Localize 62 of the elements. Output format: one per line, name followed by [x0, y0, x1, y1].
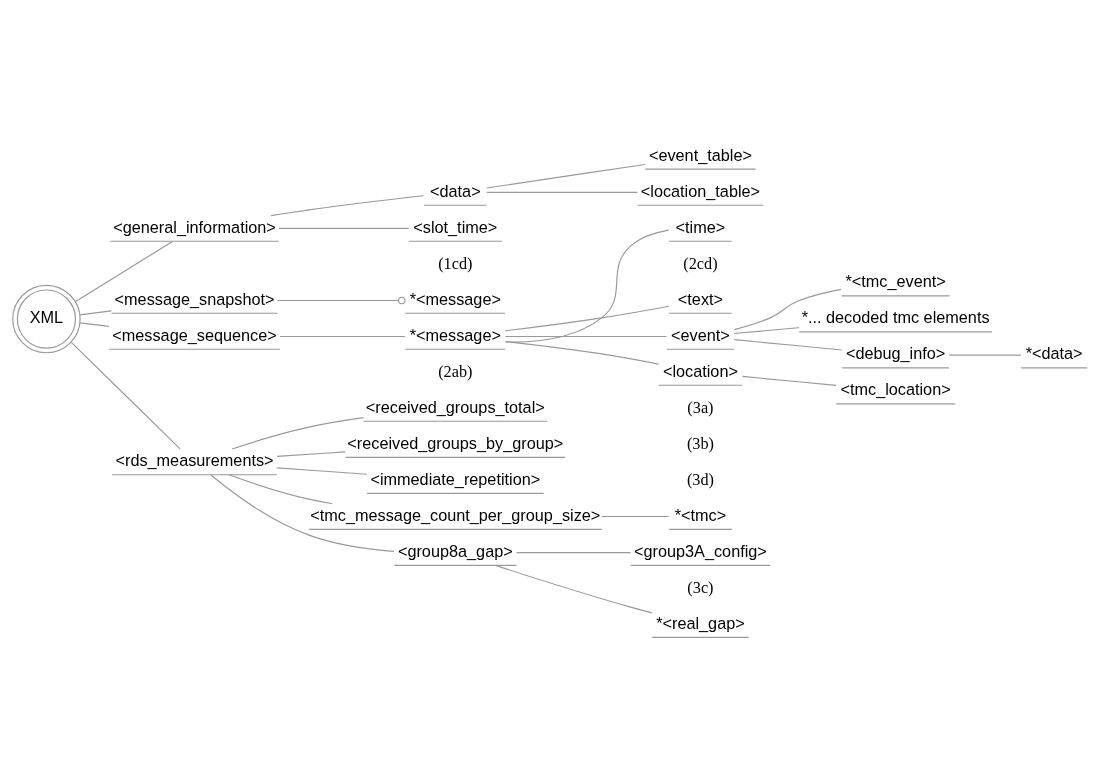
connector: [270, 194, 425, 216]
node-text: <group8a_gap>: [397, 541, 513, 560]
connector: [70, 341, 181, 449]
node-text: <group3A_config>: [634, 541, 767, 560]
connector: [733, 288, 842, 330]
node-text: *<tmc>: [674, 505, 727, 524]
connector: [79, 321, 110, 327]
node-text: *<message>: [409, 325, 501, 344]
node-text: <location>: [662, 361, 738, 380]
connector: [948, 354, 1022, 356]
node-text: <debug_info>: [845, 343, 946, 362]
connector: [733, 338, 843, 351]
node-text: <tmc_message_count_per_group_size>: [310, 505, 601, 524]
node-text: <received_groups_by_group>: [347, 433, 564, 452]
connector: [228, 473, 333, 504]
node-text: <location_table>: [640, 181, 761, 200]
node-label: (1cd): [438, 254, 473, 273]
connector: [276, 450, 346, 457]
node-text: <message_snapshot>: [114, 289, 275, 308]
connector: [504, 305, 670, 331]
node-label: (3c): [687, 578, 714, 597]
label: (3d): [686, 470, 714, 489]
connector: [231, 416, 365, 450]
connector: [504, 340, 660, 365]
connector: [733, 326, 800, 334]
connector: [79, 309, 112, 315]
label: (3b): [686, 434, 714, 453]
node-label: (2cd): [683, 254, 718, 273]
connector: [276, 466, 368, 475]
node-text: *<data>: [1025, 343, 1083, 362]
connector: [504, 335, 668, 337]
connector: [279, 335, 406, 337]
connector: [75, 240, 173, 302]
node-text: <text>: [677, 289, 724, 308]
node-text: <message_sequence>: [112, 325, 277, 344]
node-text: <time>: [675, 217, 726, 236]
connector: [277, 296, 406, 304]
node-text: *<tmc_event>: [845, 271, 946, 290]
node-text: <tmc_location>: [840, 379, 951, 398]
connector: [494, 564, 653, 613]
node-text: <rds_measurements>: [115, 450, 274, 469]
node-label: (3a): [687, 398, 714, 417]
node-circle: XML: [12, 284, 81, 353]
connector: [515, 551, 632, 553]
connector: [278, 227, 410, 229]
node-text: *<real_gap>: [656, 613, 745, 632]
node-text: <data>: [430, 181, 481, 200]
connector: [504, 229, 670, 343]
connector: [486, 191, 638, 193]
node-text: <immediate_repetition>: [370, 469, 541, 488]
node-text: <event_table>: [648, 145, 752, 164]
connector: [601, 515, 670, 517]
connector: [741, 375, 837, 386]
node-text: *... decoded tmc elements: [801, 307, 990, 326]
node-text: <general_information>: [113, 217, 276, 236]
node-text: *<message>: [409, 289, 501, 308]
node-text: <event>: [671, 325, 730, 344]
connector: [210, 473, 395, 552]
node-text: <received_groups_total>: [365, 397, 545, 416]
node-label: (2ab): [438, 362, 473, 381]
connector: [486, 163, 646, 189]
node-text: <slot_time>: [413, 217, 498, 236]
